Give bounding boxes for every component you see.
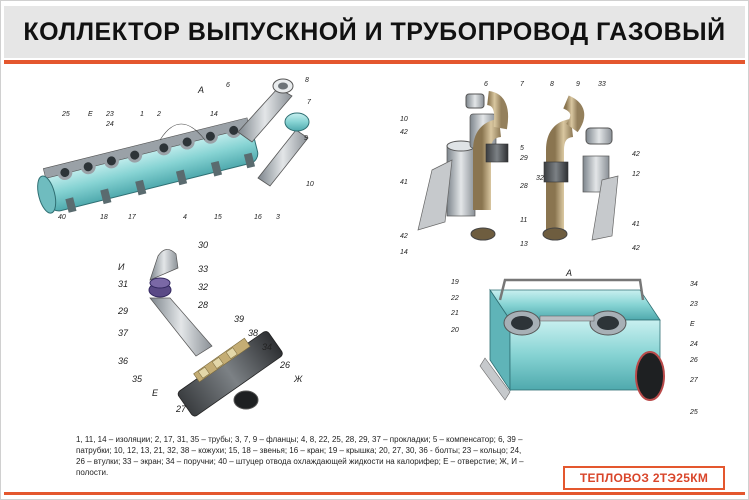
callout: 5 — [520, 145, 524, 152]
callout: 10 — [306, 181, 314, 188]
diagram4-callouts: 34 19 22 21 20 23 Е 24 26 27 25 — [450, 279, 699, 416]
callout: 42 — [632, 245, 640, 252]
callout: 27 — [689, 377, 699, 384]
callout: 42 — [632, 151, 640, 158]
callout: 19 — [451, 279, 459, 286]
callout: 33 — [198, 264, 208, 274]
diagram1-callouts: 25 Е 23 24 1 2 14 6 8 7 9 10 40 18 17 4 … — [58, 77, 314, 221]
callout: 21 — [450, 310, 459, 317]
callout: Е — [152, 388, 159, 398]
callout: 12 — [632, 171, 640, 178]
callout: И — [118, 262, 125, 272]
callout: 36 — [118, 356, 128, 366]
callout: Ж — [293, 374, 303, 384]
callout: Е — [88, 111, 93, 118]
callout: 41 — [400, 179, 408, 186]
locomotive-badge: ТЕПЛОВОЗ 2ТЭ25КМ — [563, 466, 725, 490]
callout: 14 — [210, 111, 218, 118]
callout: 8 — [550, 81, 554, 88]
callout: 7 — [307, 99, 312, 106]
callout: 17 — [128, 214, 137, 221]
callout: 13 — [520, 241, 528, 248]
callout: 42 — [400, 129, 408, 136]
callout: 23 — [689, 301, 698, 308]
title-underline — [4, 60, 745, 64]
parts-legend: 1, 11, 14 – изоляции; 2, 17, 31, 35 – тр… — [76, 435, 524, 477]
collector-section-diagram: А 34 19 22 21 20 23 Е 24 26 27 25 — [450, 268, 699, 416]
callout: 38 — [248, 328, 258, 338]
callout: Е — [690, 321, 695, 328]
callout: 23 — [105, 111, 114, 118]
callout: 33 — [598, 81, 606, 88]
diagram3-callouts: 30 И 31 33 32 29 28 37 39 38 34 36 35 26… — [117, 240, 303, 414]
callout: 22 — [450, 295, 459, 302]
callout: 24 — [105, 121, 114, 128]
callout: 28 — [519, 183, 528, 190]
callout: 2 — [156, 111, 161, 118]
callout: 6 — [484, 81, 488, 88]
callout: 11 — [520, 217, 527, 224]
diagram2-callouts: 6 7 8 9 33 10 42 5 29 28 32 41 42 14 11 … — [400, 81, 640, 256]
callout: 3 — [276, 214, 280, 221]
callout: 27 — [175, 404, 187, 414]
callout: 25 — [61, 111, 70, 118]
pipeline-cutaway-diagram: 30 И 31 33 32 29 28 37 39 38 34 36 35 26… — [117, 240, 303, 417]
callout: 40 — [58, 214, 66, 221]
callout: 32 — [536, 175, 544, 182]
callout: 37 — [118, 328, 129, 338]
callout: 18 — [100, 214, 108, 221]
callout: 26 — [689, 357, 698, 364]
manifold-assembly-diagram: А 25 Е 23 24 1 2 14 6 8 7 9 10 40 18 17 … — [37, 77, 314, 221]
callout: 30 — [198, 240, 208, 250]
view-label-a-top: А — [197, 85, 204, 95]
callout: 32 — [198, 282, 208, 292]
callout: 25 — [689, 409, 698, 416]
callout: 10 — [400, 116, 408, 123]
callout: 34 — [262, 342, 272, 352]
callout: 6 — [226, 82, 230, 89]
callout: 42 — [400, 233, 408, 240]
callout: 31 — [118, 279, 128, 289]
callout: 14 — [400, 249, 408, 256]
callout: 24 — [689, 341, 698, 348]
callout: 7 — [520, 81, 525, 88]
page-title: КОЛЛЕКТОР ВЫПУСКНОЙ И ТРУБОПРОВОД ГАЗОВЫ… — [23, 17, 726, 46]
callout: 39 — [234, 314, 244, 324]
callout: 29 — [519, 155, 528, 162]
callout: 20 — [450, 327, 459, 334]
callout: 9 — [304, 135, 308, 142]
callout: 35 — [132, 374, 143, 384]
callout: 8 — [305, 77, 309, 84]
view-label-a-bottom: А — [565, 268, 572, 278]
callout: 28 — [197, 300, 208, 310]
title-bar: КОЛЛЕКТОР ВЫПУСКНОЙ И ТРУБОПРОВОД ГАЗОВЫ… — [4, 6, 745, 58]
callout: 29 — [117, 306, 128, 316]
callout: 9 — [576, 81, 580, 88]
callout: 34 — [690, 281, 698, 288]
callout: 41 — [632, 221, 640, 228]
bottom-rule — [4, 492, 745, 495]
callout: 26 — [279, 360, 290, 370]
callout: 15 — [214, 214, 222, 221]
callout: 16 — [254, 214, 262, 221]
callout: 4 — [183, 214, 187, 221]
pipeline-exploded-diagram: 6 7 8 9 33 10 42 5 29 28 32 41 42 14 11 … — [400, 81, 640, 256]
callout: 1 — [140, 111, 144, 118]
